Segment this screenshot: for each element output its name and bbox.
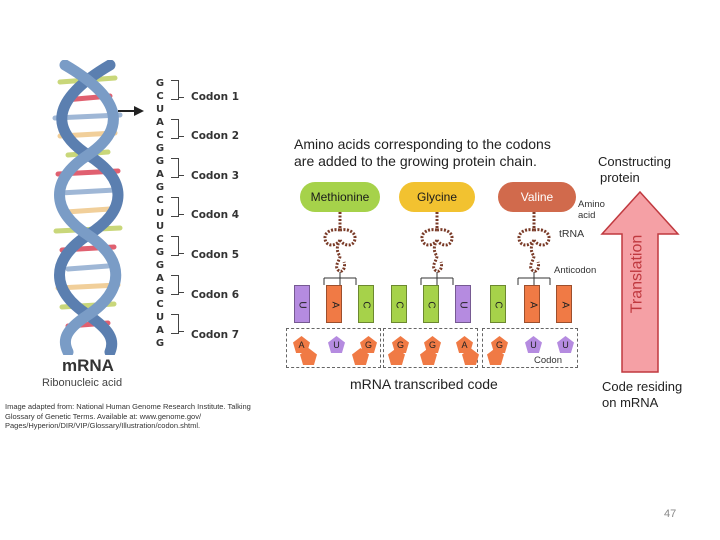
codon-label: Codon 5 bbox=[191, 249, 240, 261]
heading-line-2: are added to the growing protein chain. bbox=[294, 153, 537, 169]
heading-line-1: Amino acids corresponding to the codons bbox=[294, 136, 551, 152]
codon-label: Codon 4 bbox=[191, 209, 240, 221]
page-number: 47 bbox=[664, 508, 677, 520]
mrna-base: A bbox=[156, 169, 164, 180]
mrna-title: mRNA bbox=[62, 356, 114, 375]
anticodon-base: C bbox=[358, 285, 374, 323]
codon-bracket bbox=[171, 158, 179, 178]
amino-acid-methionine: Methionine bbox=[300, 182, 380, 212]
mrna-base: C bbox=[156, 195, 164, 206]
amino-acid-label: Amino acid bbox=[578, 199, 605, 221]
mrna-base: G bbox=[155, 156, 165, 167]
codon-label: Codon 2 bbox=[191, 130, 240, 142]
residing-line-1: Code residing bbox=[602, 379, 683, 394]
codon-box bbox=[383, 328, 478, 368]
codon-label: Codon 7 bbox=[191, 329, 240, 341]
constructing-protein-label: Constructing protein bbox=[598, 154, 671, 186]
amino-acid-valine: Valine bbox=[498, 182, 576, 212]
bracket-tick bbox=[178, 214, 184, 215]
codon-box bbox=[286, 328, 381, 368]
codon-base: U bbox=[557, 336, 574, 353]
constructing-line-2: protein bbox=[600, 170, 640, 185]
codon-bracket bbox=[171, 80, 179, 100]
bracket-tick bbox=[178, 97, 184, 98]
bracket-tick bbox=[178, 136, 184, 137]
image-credit: Image adapted from: National Human Genom… bbox=[5, 402, 251, 430]
mrna-base: G bbox=[155, 182, 165, 193]
bracket-tick bbox=[178, 253, 184, 254]
codon-label: Codon 6 bbox=[191, 289, 240, 301]
anticodon-base: C bbox=[423, 285, 439, 323]
mrna-subtitle: Ribonucleic acid bbox=[42, 377, 123, 389]
codon-box bbox=[482, 328, 578, 368]
translation-text: Translation bbox=[628, 234, 646, 314]
codon-bracket bbox=[171, 236, 179, 256]
anticodon-base: A bbox=[326, 285, 342, 323]
codon-label-right: Codon bbox=[534, 355, 562, 366]
bracket-tick bbox=[178, 175, 184, 176]
codon-label: Codon 3 bbox=[191, 170, 240, 182]
anticodon-base: C bbox=[490, 285, 506, 323]
codon-bracket bbox=[171, 314, 179, 334]
codon-base: A bbox=[456, 336, 473, 353]
pointer-arrow-icon bbox=[118, 104, 144, 123]
constructing-line-1: Constructing bbox=[598, 154, 671, 169]
translation-arrow-icon bbox=[600, 190, 680, 380]
code-residing-label: Code residing on mRNA bbox=[602, 379, 682, 411]
anticodon-base: U bbox=[455, 285, 471, 323]
mrna-base: G bbox=[155, 260, 165, 271]
mrna-helix bbox=[40, 59, 135, 358]
anticodon-label: Anticodon bbox=[554, 265, 597, 276]
codon-base: U bbox=[328, 336, 345, 353]
codon-bracket bbox=[171, 119, 179, 139]
translation-label: Translation bbox=[627, 207, 649, 342]
codon-base-shape bbox=[420, 348, 437, 365]
mrna-base: A bbox=[156, 325, 164, 336]
amino-acid-glycine: Glycine bbox=[399, 182, 475, 212]
codon-base-shape bbox=[300, 348, 317, 365]
codon-base-shape bbox=[487, 348, 504, 365]
mrna-base: C bbox=[156, 234, 164, 245]
codon-base-shape bbox=[352, 348, 369, 365]
codon-bracket bbox=[171, 275, 179, 295]
mrna-base: G bbox=[155, 78, 165, 89]
codon-bracket bbox=[171, 197, 179, 217]
anticodon-base: A bbox=[524, 285, 540, 323]
transcribed-code-label: mRNA transcribed code bbox=[350, 376, 498, 392]
trna-structures bbox=[300, 210, 590, 285]
mrna-base: C bbox=[156, 299, 164, 310]
amino-acid-label-line-1: Amino bbox=[578, 199, 605, 210]
anticodon-base: C bbox=[391, 285, 407, 323]
mrna-base: C bbox=[156, 91, 164, 102]
anticodon-base: A bbox=[556, 285, 572, 323]
mrna-base: U bbox=[155, 312, 165, 323]
bracket-tick bbox=[178, 331, 184, 332]
codon-base: A bbox=[293, 336, 310, 353]
codon-base: U bbox=[525, 336, 542, 353]
bracket-tick bbox=[178, 292, 184, 293]
codon-base: G bbox=[360, 336, 377, 353]
mrna-base: G bbox=[155, 286, 165, 297]
codon-label: Codon 1 bbox=[191, 91, 240, 103]
codon-base-shape bbox=[462, 348, 479, 365]
mrna-base: C bbox=[156, 130, 164, 141]
mrna-base: U bbox=[155, 208, 165, 219]
trna-label: tRNA bbox=[559, 228, 585, 240]
anticodon-base: U bbox=[294, 285, 310, 323]
mrna-base: U bbox=[155, 104, 165, 115]
mrna-base: A bbox=[156, 273, 164, 284]
amino-acid-label-line-2: acid bbox=[578, 210, 596, 221]
mrna-base: U bbox=[155, 221, 165, 232]
residing-line-2: on mRNA bbox=[602, 395, 659, 410]
mrna-base: G bbox=[155, 247, 165, 258]
codon-base-shape bbox=[388, 348, 405, 365]
mrna-base: G bbox=[155, 338, 165, 349]
mrna-base: A bbox=[156, 117, 164, 128]
mrna-base: G bbox=[155, 143, 165, 154]
